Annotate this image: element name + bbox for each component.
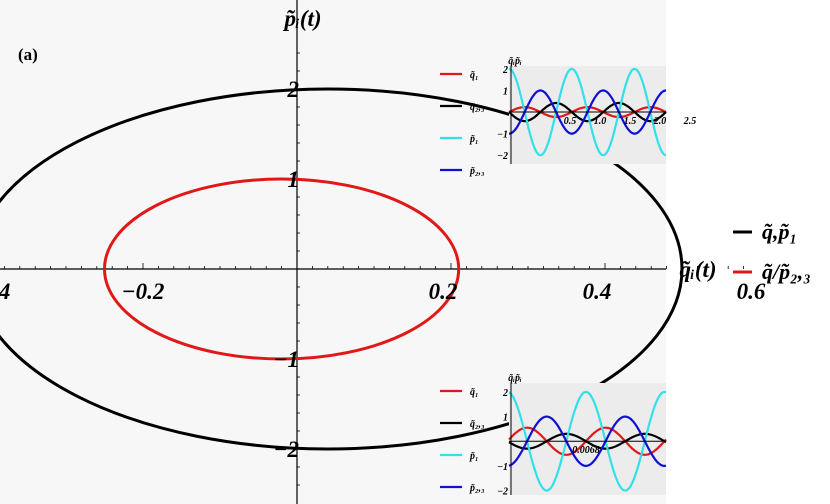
inset-y-tick-label: 1 <box>503 413 508 424</box>
side-legend: q̃,p̃₁ q̃/p̃₂,₃ <box>733 219 811 284</box>
inset-y-tick-label: −1 <box>497 462 508 473</box>
inset-legend-label: q̃₂,₃ <box>470 102 484 113</box>
inset-series-curve <box>508 106 667 119</box>
inset-title: q̃ᵢp̃ᵢ <box>508 373 522 384</box>
inset-legend-label: p̃₂,₃ <box>469 166 484 177</box>
inset-series-curve <box>508 415 667 467</box>
legend-label-1: q̃/p̃₂,₃ <box>762 259 811 284</box>
inset-y-tick-label: −2 <box>497 151 508 162</box>
inset-x-tick-label: 2.5 <box>683 116 697 127</box>
x-tick-label: 0.2 <box>429 279 458 304</box>
y-tick-label: −2 <box>274 437 299 462</box>
inset-series-curve <box>508 432 667 450</box>
x-tick-label: 0.6 <box>737 279 766 304</box>
inset-series-curve <box>508 390 667 492</box>
inset-legend-label: p̃₁ <box>469 134 479 145</box>
inset-series-curve <box>508 426 667 456</box>
series-curve-0 <box>0 87 684 451</box>
y-tick-label: −1 <box>274 347 299 372</box>
inset-y-tick-label: 2 <box>502 65 508 76</box>
inset-bottom: q̃₁ q̃₂,₃ p̃₁ p̃₂,₃ 2 1 −1 −2 0.0068 q̃ᵢp̃ᵢ <box>440 373 667 498</box>
inset-x-tick-label: 1.5 <box>624 116 637 127</box>
y-axis-title: p̃ᵢ(t) <box>282 6 321 31</box>
inset-title: q̃ᵢp̃ᵢ <box>508 56 522 67</box>
x-tick-label: −0.2 <box>122 279 165 304</box>
inset-x-tick-label: 0.5 <box>564 116 577 127</box>
main-plot: −0.4 −0.2 0.2 0.4 0.6 2 1 −1 −2 p̃ᵢ(t) q̃ᵢ(t) (a) <box>0 0 766 504</box>
inset-x-tick-label: 2.0 <box>653 116 667 127</box>
inset-legend-label: q̃₁ <box>470 70 479 81</box>
inset-x-tick-label: 1.0 <box>594 116 607 127</box>
x-tick-label: −0.4 <box>0 279 10 304</box>
inset-series-curve <box>508 101 667 123</box>
inset-y-tick-label: 2 <box>502 388 508 399</box>
inset-x-tick-label: 0.0068 <box>572 445 600 456</box>
inset-legend-label: p̃₂,₃ <box>469 483 484 494</box>
inset-y-tick-label: −2 <box>497 487 508 498</box>
inset-y-tick-label: 1 <box>503 87 508 98</box>
series-curve-1 <box>103 177 461 361</box>
inset-legend-label: q̃₂,₃ <box>470 419 484 430</box>
y-tick-label: 1 <box>288 167 300 192</box>
inset-legend-label: p̃₁ <box>469 451 479 462</box>
x-tick-label: 0.4 <box>583 279 612 304</box>
inset-y-tick-label: −1 <box>497 130 508 141</box>
inset-legend-label: q̃₁ <box>470 387 479 398</box>
legend-label-0: q̃,p̃₁ <box>762 219 797 244</box>
x-axis-title: q̃ᵢ(t) <box>679 257 716 282</box>
inset-top: q̃₁ q̃₂,₃ p̃₁ p̃₂,₃ 2 1 −1 −2 0.5 1.0 1.5 2.0 2.5 q̃ᵢ… <box>440 56 696 177</box>
panel-label: (a) <box>18 45 38 64</box>
y-tick-label: 2 <box>287 77 300 102</box>
